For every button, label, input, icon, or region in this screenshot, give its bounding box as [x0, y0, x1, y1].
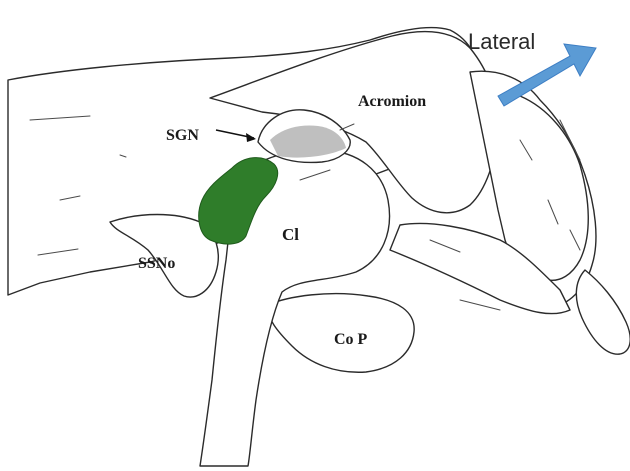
- label-cl: Cl: [282, 225, 299, 244]
- inferior-process: [576, 270, 630, 354]
- label-cop: Co P: [334, 331, 368, 348]
- label-ssno: SSNo: [138, 255, 175, 272]
- label-lateral: Lateral: [468, 29, 535, 54]
- label-acromion: Acromion: [358, 93, 426, 110]
- label-sgn: SGN: [166, 127, 199, 144]
